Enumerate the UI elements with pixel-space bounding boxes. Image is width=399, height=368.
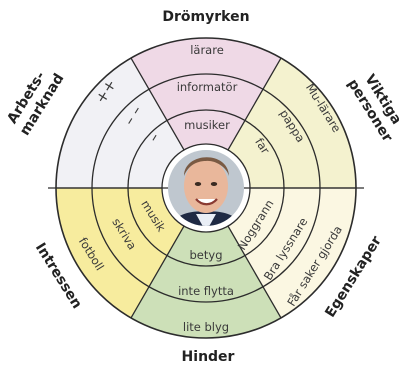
category-hinder: Hinder <box>182 349 235 365</box>
dromyrken-item-2: informatör <box>177 80 238 94</box>
spoke-line <box>130 225 185 319</box>
category-viktiga-personer: Viktiga personer <box>344 67 399 145</box>
sector-viktiga-personer <box>228 58 356 188</box>
spoke-line <box>227 57 282 151</box>
hinder-item-1: betyg <box>190 248 223 262</box>
sector-arbetsmarknad <box>56 58 184 188</box>
dromyrken-item-1: lärare <box>190 43 224 57</box>
dromyrken-item-3: musiker <box>184 118 230 132</box>
category-arbetsmarknad: Arbets- marknad <box>3 62 68 139</box>
sector-egenskaper <box>228 188 356 318</box>
spoke-line <box>227 225 282 319</box>
hinder-item-2: inte flytta <box>178 284 234 298</box>
spokes <box>48 57 364 319</box>
spoke-line <box>130 57 185 151</box>
hinder-item-3: lite blyg <box>183 320 229 334</box>
category-dromyrken: Drömyrken <box>162 9 249 25</box>
sector-intressen <box>56 188 184 318</box>
